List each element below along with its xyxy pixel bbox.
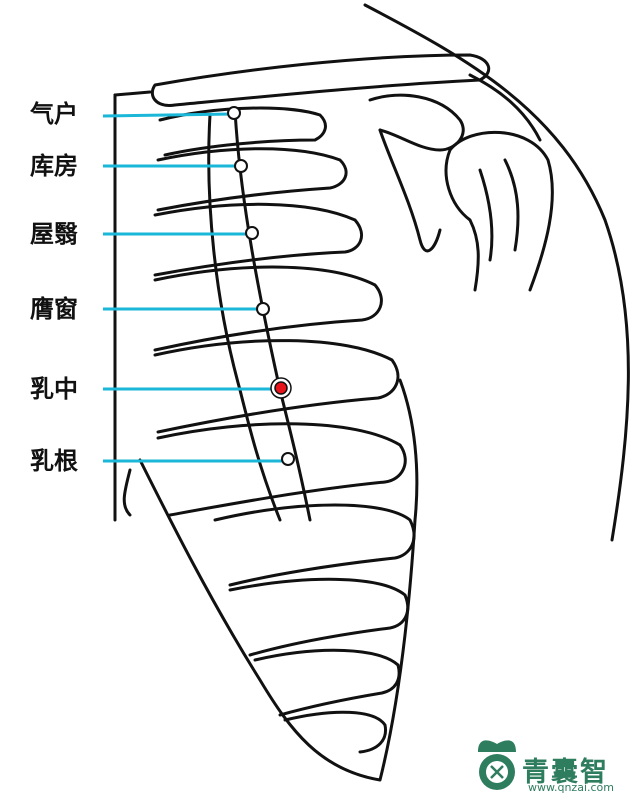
point-marker-qihu[interactable]: [227, 106, 241, 120]
point-label-kufang: 库房: [30, 152, 78, 180]
point-marker-rugen[interactable]: [281, 452, 295, 466]
leader-lines: [102, 112, 287, 463]
costal-margin: [138, 378, 419, 782]
humerus-head: [448, 130, 554, 292]
point-marker-wuyi[interactable]: [245, 226, 259, 240]
logo-emblem-icon: [478, 740, 516, 790]
point-marker-yingchuang[interactable]: [256, 302, 270, 316]
point-label-yingchuang: 膺窗: [30, 295, 78, 323]
sternum-right: [233, 108, 312, 522]
sternum-left: [207, 113, 282, 522]
leader-line-qihu: [102, 112, 234, 118]
logo-subtext: www.qnzai.com: [528, 781, 614, 794]
point-label-ruzhong: 乳中: [30, 375, 78, 403]
point-label-wuyi: 屋翳: [30, 220, 78, 248]
acupoint-markers: [227, 106, 295, 466]
point-marker-ruzhong[interactable]: [274, 381, 288, 395]
scapula: [368, 93, 465, 152]
point-label-qihu: 气户: [30, 100, 78, 128]
clavicle: [150, 53, 491, 107]
shoulder-outline: [363, 3, 630, 542]
logo-text: 青囊智: [522, 757, 609, 788]
point-marker-kufang[interactable]: [234, 159, 248, 173]
point-label-rugen: 乳根: [30, 447, 78, 475]
